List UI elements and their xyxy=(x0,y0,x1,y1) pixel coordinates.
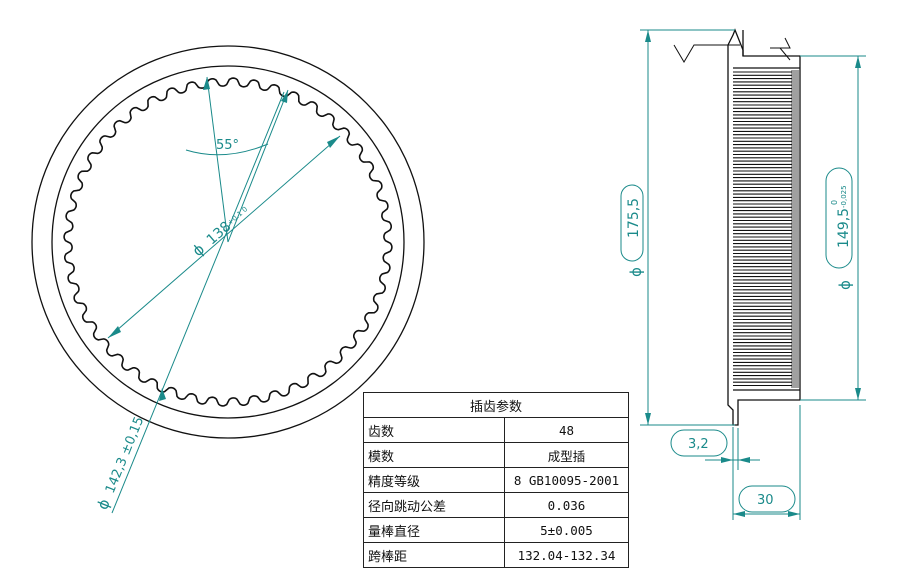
inner-rim-circle xyxy=(51,65,405,419)
phi-symbol-138: ϕ xyxy=(189,240,208,260)
dim-box-3-2 xyxy=(670,429,728,457)
internal-gear-teeth xyxy=(63,77,393,407)
outer-rim-circle xyxy=(31,45,425,439)
front-dimensions xyxy=(107,76,341,514)
phi-symbol-142: ϕ xyxy=(93,496,113,512)
table-row: 模数成型插 xyxy=(363,442,629,468)
table-title: 插齿参数 xyxy=(363,392,629,418)
side-dimensions xyxy=(620,29,866,520)
dim-box-30 xyxy=(738,485,796,513)
dim-box-149 xyxy=(825,167,853,269)
phi-symbol-175: ϕ xyxy=(627,267,645,277)
inner-diameter-tol: +0.1 0 xyxy=(226,205,249,227)
side-view xyxy=(673,28,801,426)
width-small-label: 3,2 xyxy=(688,437,709,452)
width-total-label: 30 xyxy=(757,493,774,508)
angle-label: 55° xyxy=(216,138,239,153)
od-149-tol-lower: -0,025 xyxy=(840,185,848,208)
front-view xyxy=(31,45,425,439)
outer-diameter-label: 142,3 ±0,15 xyxy=(103,415,147,496)
od-149-tol-upper: 0 xyxy=(830,200,839,205)
od-175-label: 175,5 xyxy=(626,198,642,238)
phi-symbol-149: ϕ xyxy=(836,280,854,290)
od-149-label: 149,5 xyxy=(836,208,852,248)
gear-flutes xyxy=(733,70,799,388)
dim-box-175 xyxy=(620,184,644,262)
